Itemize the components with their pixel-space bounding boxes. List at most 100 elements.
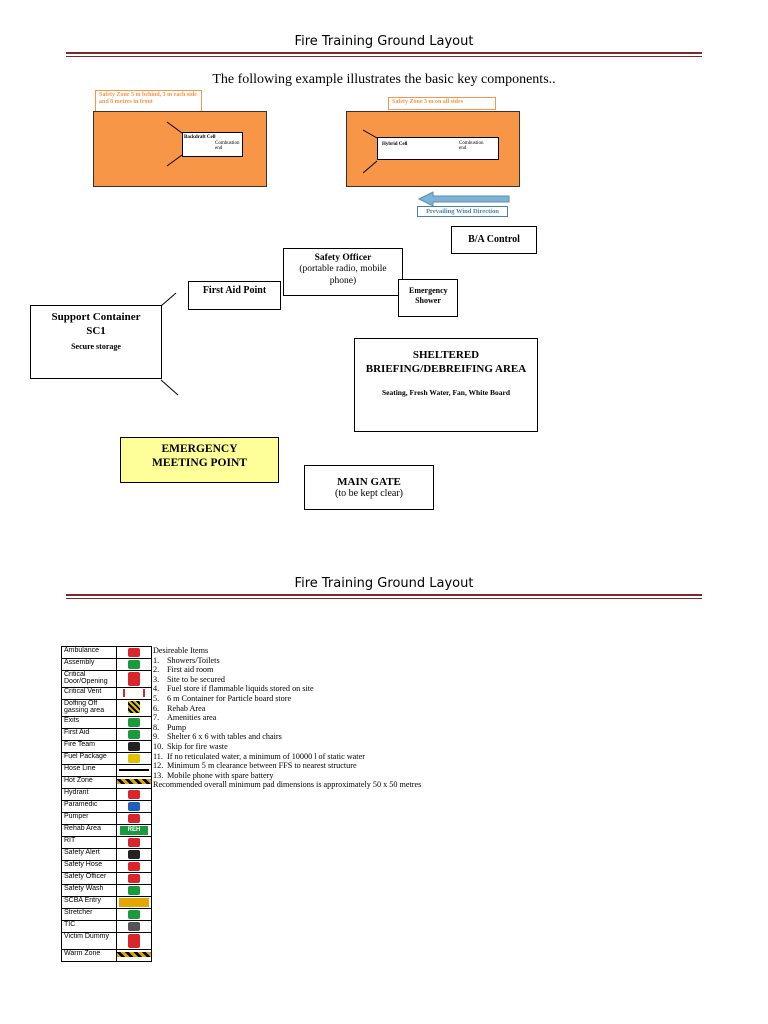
legend-row: Hydrant bbox=[61, 788, 152, 801]
list-item: 2.First aid room bbox=[153, 665, 214, 675]
list-item: 5.6 m Container for Particle board store bbox=[153, 693, 292, 703]
legend-row: Exits bbox=[61, 716, 152, 729]
legend-row: Fire Team bbox=[61, 740, 152, 753]
legend-row: Warm Zone bbox=[61, 949, 152, 962]
hybrid-door-lines bbox=[362, 129, 378, 174]
exit-icon bbox=[128, 718, 140, 727]
legend-label: Pumper bbox=[61, 812, 117, 825]
title-rule-2 bbox=[66, 594, 702, 596]
title-rule-thin bbox=[66, 56, 702, 57]
legend-row: Safety Wash bbox=[61, 884, 152, 897]
legend-label: RIT bbox=[61, 836, 117, 849]
safety-zone-label: Safety Zone 3 m on all sides bbox=[388, 97, 496, 110]
legend-label: Ambulance bbox=[61, 646, 117, 659]
support-container-title: Support Container bbox=[51, 311, 141, 323]
legend-label: Critical Door/Opening bbox=[61, 670, 117, 688]
legend-row: Safety Alert bbox=[61, 848, 152, 861]
legend-label: Safety Wash bbox=[61, 884, 117, 897]
hot-zone-icon bbox=[117, 779, 151, 784]
support-door-lines bbox=[160, 292, 179, 396]
main-gate-title: MAIN GATE bbox=[337, 476, 401, 488]
safety-officer-icon bbox=[128, 874, 140, 883]
first-aid-point-box: First Aid Point bbox=[188, 281, 281, 310]
door-icon bbox=[128, 672, 140, 686]
legend-row: Victim Dummy bbox=[61, 932, 152, 950]
rit-icon bbox=[128, 838, 140, 847]
legend-label: Rehab Area bbox=[61, 824, 117, 837]
list-item: 4.Fuel store if flammable liquids stored… bbox=[153, 684, 314, 694]
fire-team-icon bbox=[128, 742, 140, 751]
legend-row: Safety Officer bbox=[61, 872, 152, 885]
backdraft-cell: Backdraft Cell Combustion end bbox=[182, 132, 243, 157]
legend-row: Hot Zone bbox=[61, 776, 152, 789]
scba-entry-icon bbox=[119, 898, 149, 907]
support-container-code: SC1 bbox=[86, 325, 106, 337]
list-item: 11.If no reticulated water, a minimum of… bbox=[153, 751, 365, 761]
vent-icon bbox=[123, 689, 145, 697]
ba-control-box: B/A Control bbox=[451, 226, 537, 254]
main-gate-detail: (to be kept clear) bbox=[334, 488, 404, 499]
page-title: Fire Training Ground Layout bbox=[294, 34, 474, 49]
cell-name: Backdraft Cell bbox=[184, 135, 216, 140]
cell-note: Combustion end bbox=[459, 141, 484, 151]
legend-row: Assembly bbox=[61, 658, 152, 671]
legend-row: Critical Vent bbox=[61, 687, 152, 700]
hose-icon bbox=[119, 769, 149, 771]
list-item: 13.Mobile phone with spare battery bbox=[153, 770, 274, 780]
list-item: 10.Skip for fire waste bbox=[153, 741, 228, 751]
wind-arrow-icon bbox=[417, 191, 510, 207]
legend-label: Doffing Off gassing area bbox=[61, 699, 117, 717]
backdraft-door-lines bbox=[166, 121, 183, 167]
legend-row: Safety Hose bbox=[61, 860, 152, 873]
list-item: 9.Shelter 6 x 6 with tables and chairs bbox=[153, 732, 282, 742]
legend-label: Fire Team bbox=[61, 740, 117, 753]
pumper-icon bbox=[128, 814, 140, 823]
safety-officer-box: Safety Officer (portable radio, mobile p… bbox=[283, 248, 403, 296]
intro-text: The following example illustrates the ba… bbox=[212, 72, 556, 87]
sheltered-title: SHELTERED BRIEFING/DEBREIFING AREA bbox=[365, 349, 527, 375]
stretcher-icon bbox=[128, 910, 140, 919]
items-heading: Desireable Items bbox=[153, 646, 209, 655]
safety-zone-label: Safety Zone 5 m behind, 3 m each side an… bbox=[95, 90, 202, 112]
legend-label: Warm Zone bbox=[61, 949, 117, 962]
assembly-icon bbox=[128, 660, 140, 669]
ambulance-icon bbox=[128, 648, 140, 657]
legend-label: Exits bbox=[61, 716, 117, 729]
list-item: 7.Amenities area bbox=[153, 713, 217, 723]
legend-label: TIC bbox=[61, 920, 117, 933]
legend-row: Doffing Off gassing area bbox=[61, 699, 152, 717]
legend-label: Critical Vent bbox=[61, 687, 117, 700]
first-aid-icon bbox=[128, 730, 140, 739]
hydrant-icon bbox=[128, 790, 140, 799]
safety-officer-detail: (portable radio, mobile phone) bbox=[299, 264, 387, 286]
legend-row: Paramedic bbox=[61, 800, 152, 813]
reh-icon: REH bbox=[120, 826, 148, 835]
legend-label: Safety Hose bbox=[61, 860, 117, 873]
page-title-2: Fire Training Ground Layout bbox=[294, 576, 474, 591]
legend-row: Hose Line bbox=[61, 764, 152, 777]
legend-label: Hot Zone bbox=[61, 776, 117, 789]
legend-label: Stretcher bbox=[61, 908, 117, 921]
list-item: 1.Showers/Toilets bbox=[153, 655, 220, 665]
flame-icon bbox=[128, 754, 140, 763]
legend-row: First Aid bbox=[61, 728, 152, 741]
support-container-detail: Secure storage bbox=[71, 342, 121, 351]
legend-row: Stretcher bbox=[61, 908, 152, 921]
items-footer: Recommended overall minimum pad dimensio… bbox=[153, 780, 422, 790]
legend-label: Assembly bbox=[61, 658, 117, 671]
title-rule-thin-2 bbox=[66, 598, 702, 599]
cell-name: Hybrid Cell bbox=[382, 142, 408, 147]
legend-label: Victim Dummy bbox=[61, 932, 117, 950]
legend-row: RIT bbox=[61, 836, 152, 849]
list-item: 6.Rehab Area bbox=[153, 703, 206, 713]
hazard-icon bbox=[128, 701, 140, 713]
sheltered-area-box: SHELTERED BRIEFING/DEBREIFING AREA Seati… bbox=[354, 338, 538, 432]
legend-row: SCBA Entry bbox=[61, 896, 152, 909]
wind-label: Prevailing Wind Direction bbox=[417, 206, 508, 217]
main-gate-box: MAIN GATE (to be kept clear) bbox=[304, 465, 434, 510]
list-item: 12.Minimum 5 m clearance between FFS to … bbox=[153, 761, 357, 771]
warm-zone-icon bbox=[117, 952, 151, 957]
